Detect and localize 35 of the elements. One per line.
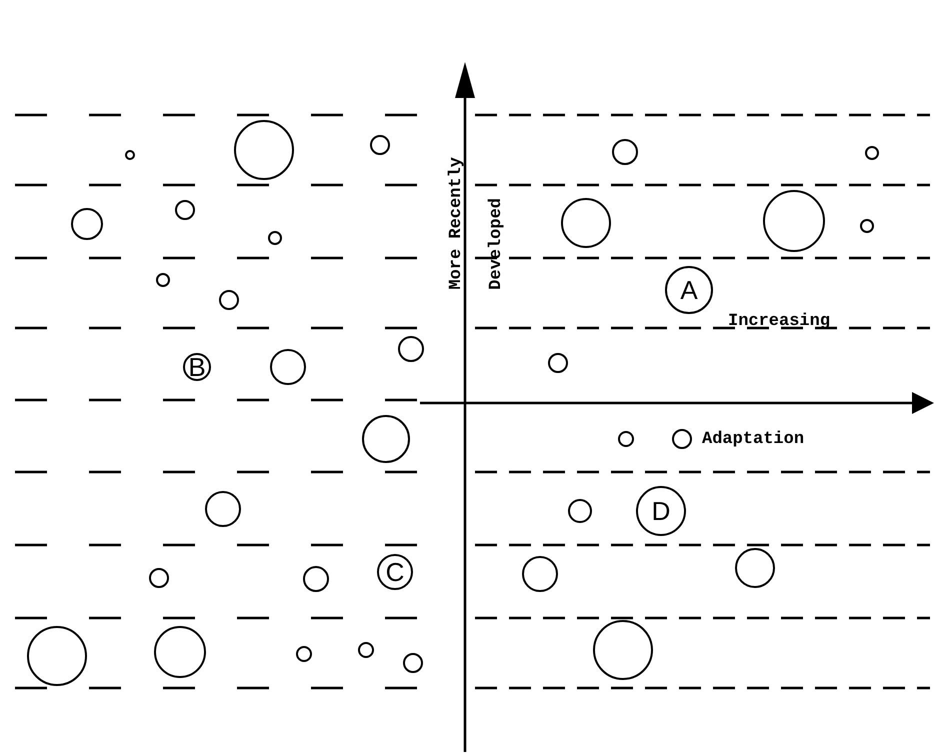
lettered-circle: A (665, 266, 713, 314)
circle (358, 642, 374, 658)
circle (860, 219, 874, 233)
axis-label: Adaptation (702, 430, 804, 449)
axis-label: Increasing (728, 312, 830, 331)
circle (568, 499, 592, 523)
circle (370, 135, 390, 155)
circle (156, 273, 170, 287)
circle (865, 146, 879, 160)
circle (362, 415, 410, 463)
circle (561, 198, 611, 248)
circle (735, 548, 775, 588)
axis-label: Developed (487, 198, 506, 290)
circle (268, 231, 282, 245)
circle (219, 290, 239, 310)
circle (403, 653, 423, 673)
circle (125, 150, 135, 160)
circle (522, 556, 558, 592)
circle (71, 208, 103, 240)
circle (612, 139, 638, 165)
circle (205, 491, 241, 527)
circle (154, 626, 206, 678)
lettered-circle: C (377, 554, 413, 590)
circle (548, 353, 568, 373)
lettered-circle: D (636, 486, 686, 536)
circle (303, 566, 329, 592)
circle (618, 431, 634, 447)
circle (175, 200, 195, 220)
lettered-circle: B (183, 353, 211, 381)
circle (296, 646, 312, 662)
circle (149, 568, 169, 588)
circle (672, 429, 692, 449)
axis-label: More Recently (447, 157, 466, 290)
circle (398, 336, 424, 362)
circle (270, 349, 306, 385)
